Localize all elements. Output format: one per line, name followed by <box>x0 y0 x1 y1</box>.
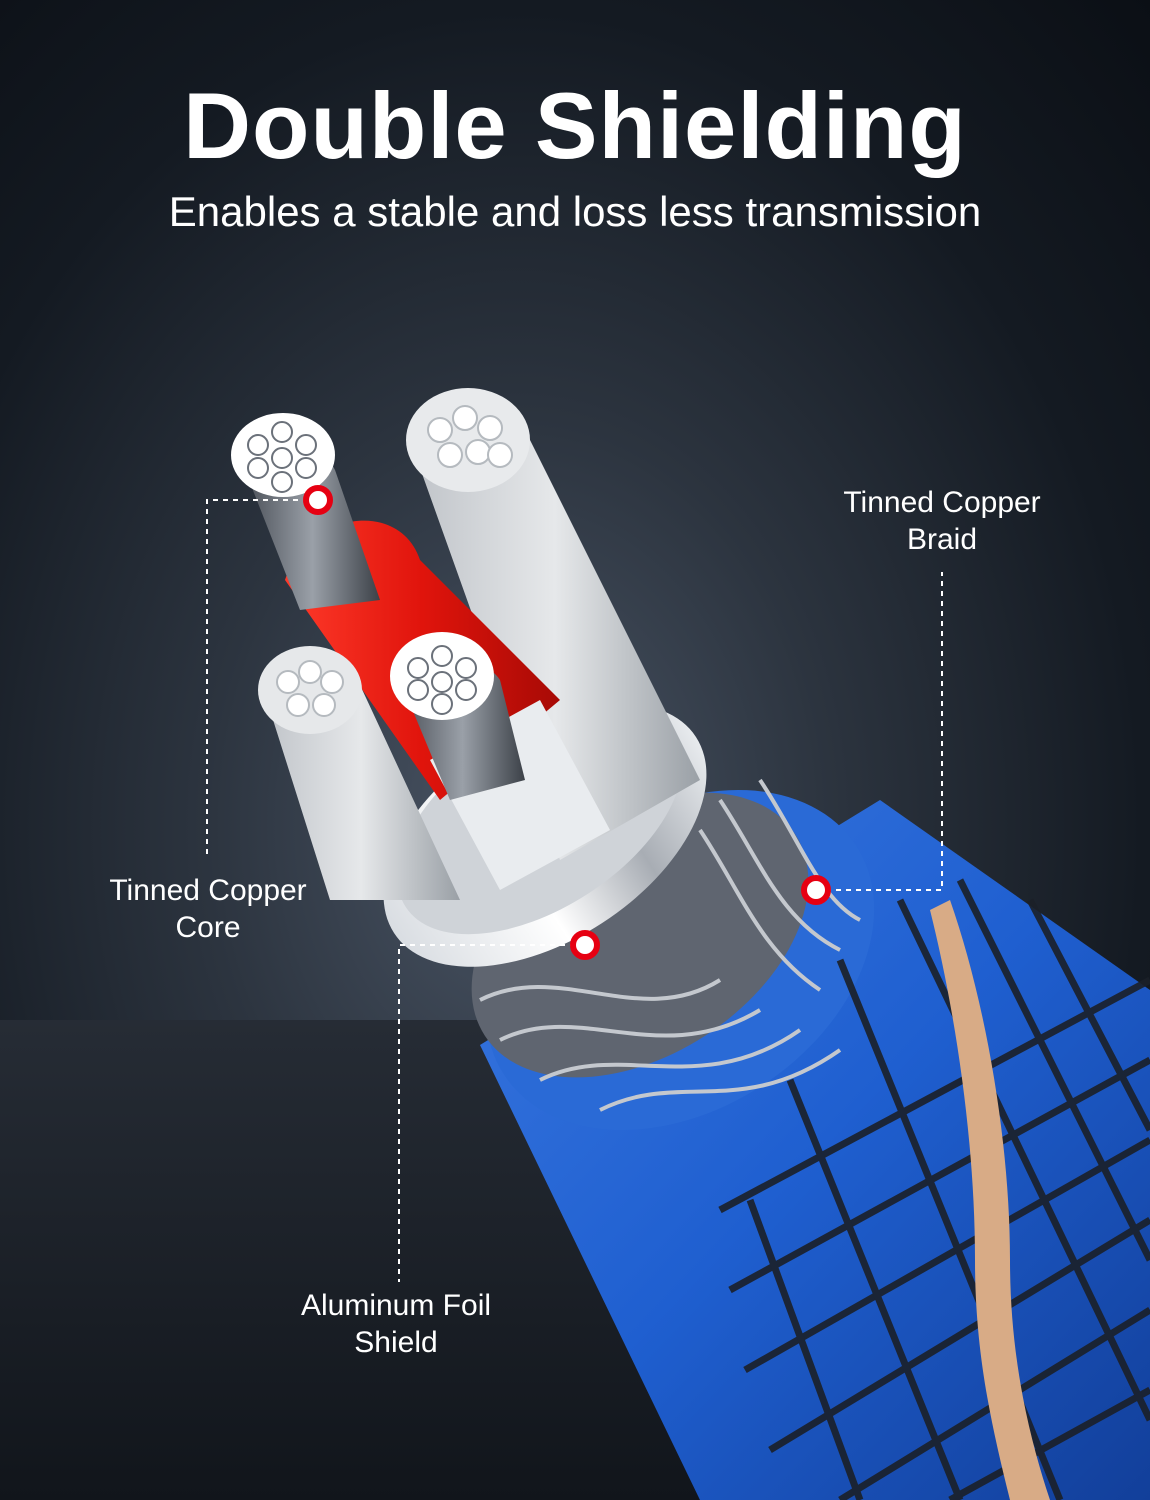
gray-wire-back <box>406 388 700 860</box>
marker-copper-braid <box>801 875 831 905</box>
gray-wire-front <box>258 646 460 900</box>
leader-foil <box>398 944 585 1282</box>
white-wire <box>390 632 610 890</box>
callout-tinned-copper-core: Tinned Copper Core <box>109 874 307 944</box>
leader-lines <box>206 499 943 1282</box>
leader-core <box>206 499 318 855</box>
marker-aluminum-foil <box>570 930 600 960</box>
marker-copper-core <box>303 485 333 515</box>
headline: Double Shielding <box>183 73 967 178</box>
subheadline: Enables a stable and loss less transmiss… <box>168 188 982 235</box>
leader-braid <box>816 572 943 891</box>
callout-aluminum-foil-shield: Aluminum Foil Shield <box>300 1289 492 1359</box>
callout-tinned-copper-braid: Tinned Copper Braid <box>843 486 1041 556</box>
